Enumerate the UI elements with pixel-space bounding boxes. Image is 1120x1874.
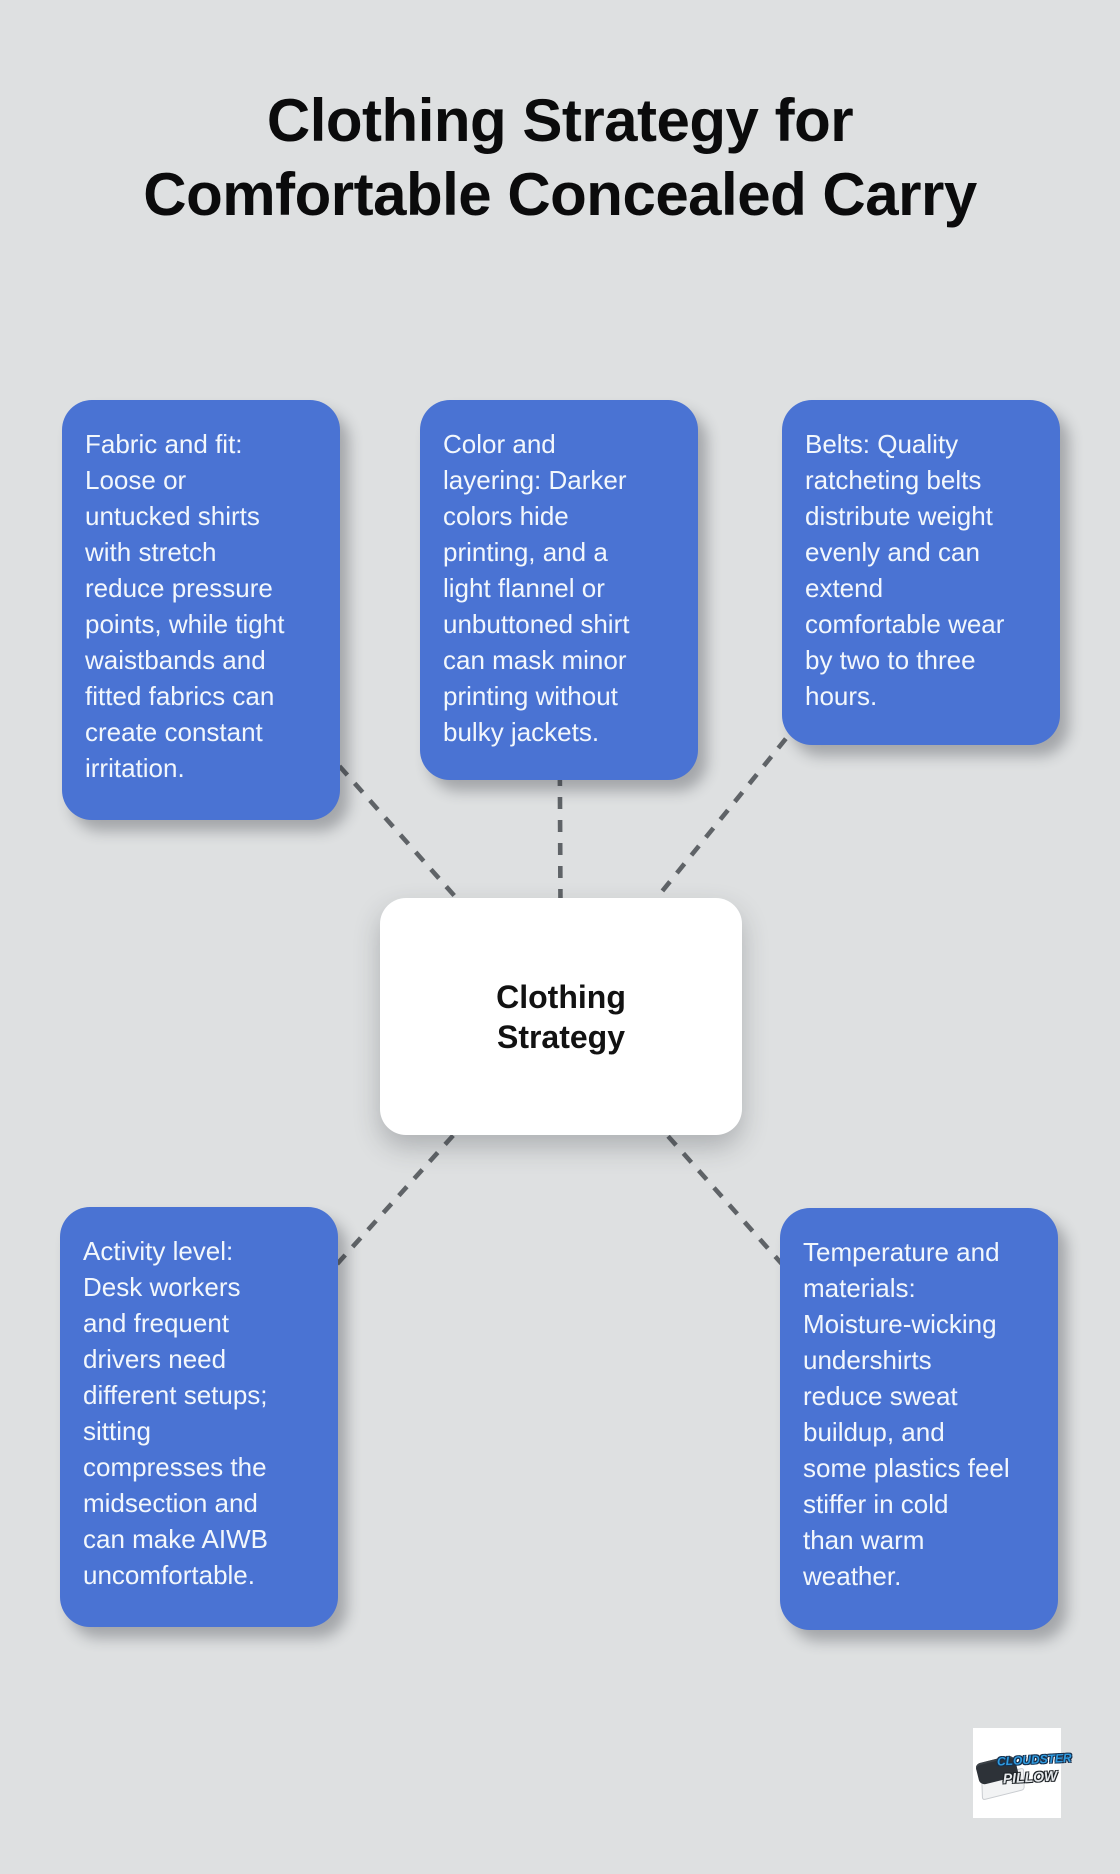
- page-title: Clothing Strategy for Comfortable Concea…: [143, 87, 977, 228]
- center-node-label: Clothing Strategy: [496, 978, 626, 1055]
- node-activity-level: Activity level: Desk workers and frequen…: [60, 1207, 338, 1627]
- brand-logo: CLOUDSTER PILLOW: [973, 1728, 1072, 1818]
- brand-logo-word-1: CLOUDSTER: [996, 1750, 1072, 1769]
- center-node-clothing-strategy: Clothing Strategy: [380, 898, 742, 1135]
- node-fabric-and-fit-text: Fabric and fit: Loose or untucked shirts…: [85, 429, 285, 783]
- node-temperature-and-materials-text: Temperature and materials: Moisture-wick…: [803, 1237, 1010, 1591]
- node-temperature-and-materials: Temperature and materials: Moisture-wick…: [780, 1208, 1058, 1630]
- brand-logo-art: CLOUDSTER PILLOW: [974, 1745, 1072, 1801]
- node-activity-level-text: Activity level: Desk workers and frequen…: [83, 1236, 268, 1590]
- brand-logo-word-2: PILLOW: [1002, 1767, 1058, 1787]
- node-belts: Belts: Quality ratcheting belts distribu…: [782, 400, 1060, 745]
- node-color-and-layering-text: Color and layering: Darker colors hide p…: [443, 429, 630, 747]
- node-color-and-layering: Color and layering: Darker colors hide p…: [420, 400, 698, 780]
- node-belts-text: Belts: Quality ratcheting belts distribu…: [805, 429, 1005, 711]
- node-fabric-and-fit: Fabric and fit: Loose or untucked shirts…: [62, 400, 340, 820]
